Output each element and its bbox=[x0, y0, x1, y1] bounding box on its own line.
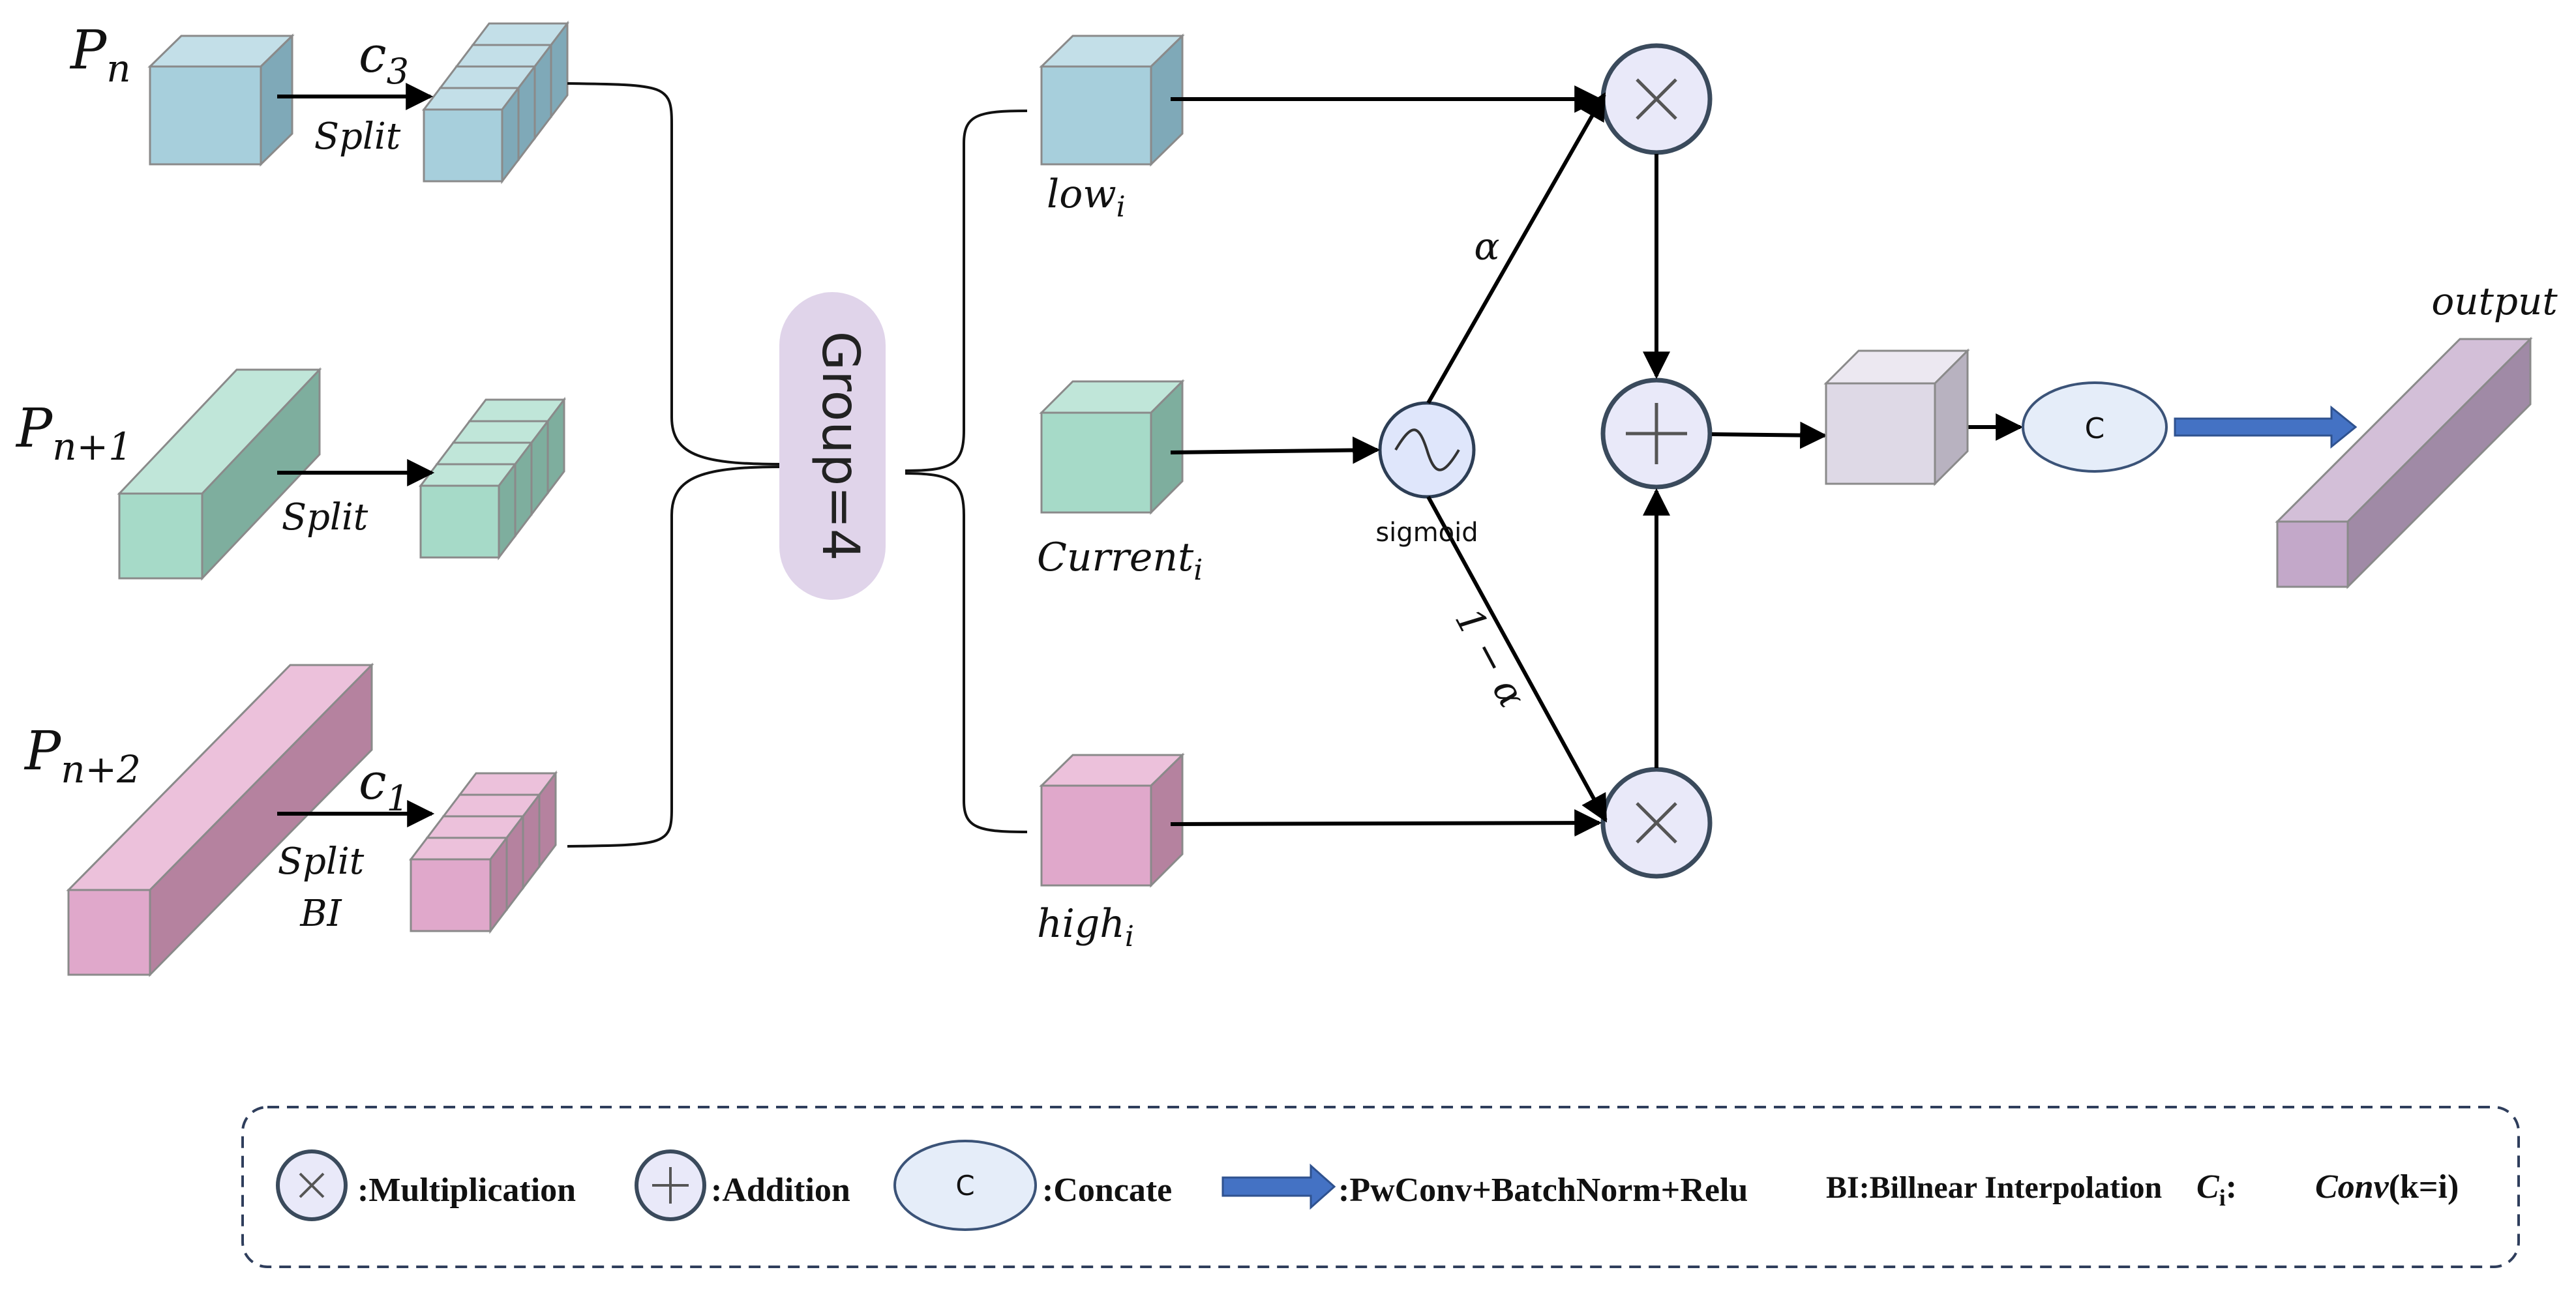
pn2-label: Pn+2 bbox=[23, 720, 141, 792]
pn2-block bbox=[66, 662, 374, 977]
current-label: Currenti bbox=[1037, 535, 1203, 587]
split-slice bbox=[418, 461, 518, 561]
fused-feature-block bbox=[1823, 348, 1970, 486]
plus-icon bbox=[1626, 403, 1687, 464]
output-label: output bbox=[2431, 279, 2558, 323]
multiply-op-top bbox=[1600, 43, 1713, 155]
arrow-one-minus-alpha bbox=[1426, 496, 1608, 823]
right-split-brace bbox=[905, 110, 1028, 833]
split-slice bbox=[408, 835, 509, 934]
legend-plus-icon bbox=[635, 1149, 706, 1221]
split-slice bbox=[421, 85, 521, 185]
arrow-current-to-sigmoid bbox=[1170, 436, 1381, 464]
multiply-icon bbox=[1636, 802, 1677, 844]
split-stack-pn2 bbox=[408, 770, 558, 934]
c3-label: c3 bbox=[359, 25, 409, 92]
legend-concat-icon: C bbox=[893, 1140, 1037, 1231]
sigmoid-node bbox=[1378, 401, 1476, 499]
legend-pwconv: :PwConv+BatchNorm+Relu bbox=[1338, 1172, 1748, 1209]
sigmoid-curve-icon bbox=[1394, 428, 1460, 471]
arrow-add-to-feature bbox=[1711, 421, 1828, 449]
group-label: Group=4 bbox=[811, 331, 869, 561]
arrow-high-to-multiply bbox=[1170, 809, 1602, 837]
low-block bbox=[1039, 33, 1185, 167]
legend-conv: Conv(k=i) bbox=[2315, 1168, 2459, 1206]
add-op bbox=[1600, 378, 1713, 490]
split-stack-pn1 bbox=[418, 396, 567, 561]
split-stack-pn bbox=[421, 20, 570, 185]
output-block bbox=[2275, 336, 2533, 589]
concat-symbol: C bbox=[2085, 412, 2105, 445]
legend: :Multiplication :Addition C :Concate :Pw… bbox=[241, 1106, 2520, 1268]
left-merge-brace bbox=[567, 82, 783, 848]
high-label: highi bbox=[1037, 901, 1134, 953]
high-block bbox=[1039, 752, 1185, 888]
pn1-block bbox=[117, 367, 322, 581]
legend-bi: BI:Billnear Interpolation bbox=[1826, 1170, 2162, 1205]
pwconv-arrow bbox=[2174, 405, 2358, 449]
flow-arrows bbox=[1170, 85, 2024, 837]
split-label-pn2: Split bbox=[278, 840, 365, 883]
alpha-label: α bbox=[1474, 224, 1499, 269]
pn-block bbox=[147, 33, 295, 167]
split-label-pn1: Split bbox=[282, 496, 368, 539]
c1-label: c1 bbox=[359, 752, 409, 819]
current-block bbox=[1039, 379, 1185, 515]
legend-ci: Ci: bbox=[2196, 1168, 2237, 1211]
multiply-icon bbox=[1636, 78, 1677, 120]
split-label-pn: Split bbox=[314, 115, 401, 158]
bi-label: BI bbox=[299, 893, 342, 935]
legend-addition: :Addition bbox=[711, 1172, 850, 1209]
arrow-alpha bbox=[1426, 92, 1606, 404]
sigmoid-label: sigmoid bbox=[1375, 518, 1478, 548]
low-label: lowi bbox=[1047, 171, 1126, 224]
multiply-op-bottom bbox=[1600, 767, 1713, 879]
legend-multiplication: :Multiplication bbox=[357, 1172, 576, 1209]
one-minus-alpha-label: 1 − α bbox=[1446, 600, 1535, 715]
legend-concate: :Concate bbox=[1042, 1172, 1172, 1209]
pn-label: Pn bbox=[69, 20, 131, 91]
concat-op: C bbox=[2022, 381, 2168, 473]
pn1-label: Pn+1 bbox=[15, 398, 132, 469]
svg-text:C: C bbox=[955, 1170, 974, 1202]
legend-pwconv-arrow-icon bbox=[1221, 1163, 1336, 1210]
group-node: Group=4 bbox=[779, 292, 886, 600]
legend-multiply-icon bbox=[276, 1149, 348, 1221]
